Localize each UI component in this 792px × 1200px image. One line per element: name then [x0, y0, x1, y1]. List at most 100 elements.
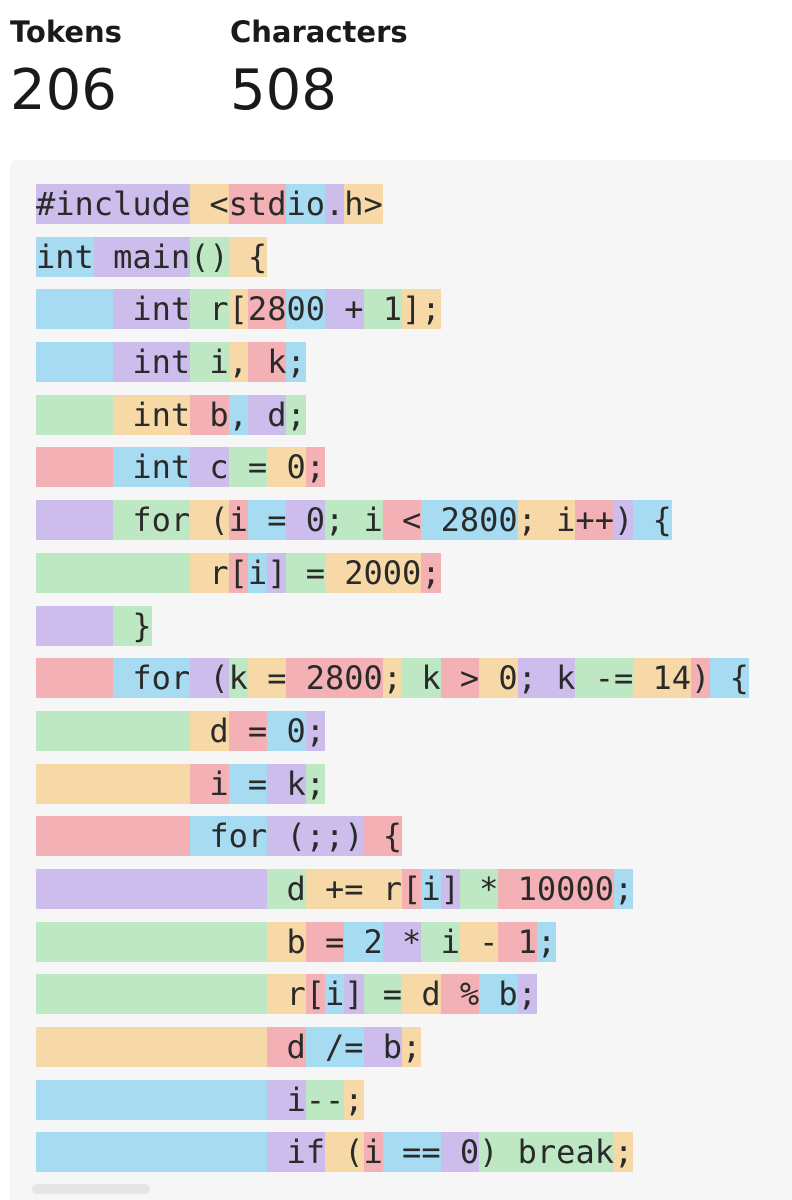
token: io — [286, 184, 325, 224]
token: < — [190, 184, 229, 224]
token: (;;) — [267, 816, 364, 857]
token — [36, 921, 268, 962]
token: 14 — [633, 658, 692, 699]
code-line: int c = 0; — [36, 447, 749, 488]
token — [36, 500, 114, 541]
token: b — [267, 921, 306, 962]
token: < — [382, 500, 422, 541]
token: 2800 — [286, 658, 383, 699]
token: 10000 — [498, 868, 614, 909]
token: for — [113, 658, 191, 699]
token: { — [633, 500, 672, 541]
characters-stat: Characters 508 — [230, 12, 408, 126]
token: () — [190, 236, 229, 277]
token — [36, 1079, 268, 1120]
code-line: b = 2 * i - 1; — [36, 921, 749, 962]
token: ; — [517, 974, 537, 1015]
token — [36, 658, 114, 699]
token: int — [113, 289, 191, 330]
token: ++ — [575, 500, 614, 541]
token: ; — [286, 394, 306, 435]
token: ) — [613, 500, 634, 541]
token: { — [228, 236, 268, 277]
token: } — [113, 605, 152, 646]
token: for — [190, 816, 268, 857]
token: i — [190, 342, 229, 383]
token: k — [228, 658, 248, 699]
token — [36, 868, 268, 909]
token: -- — [305, 1079, 345, 1120]
token: . — [324, 184, 345, 224]
token: i — [421, 868, 441, 909]
token: , — [228, 342, 248, 383]
token: ; — [324, 500, 345, 541]
code-line: for (;;) { — [36, 816, 749, 857]
token: ; — [517, 658, 537, 699]
token: c — [190, 447, 229, 488]
code-line: for (i = 0; i < 2800; i++) { — [36, 500, 749, 541]
token: 0 — [286, 500, 325, 541]
token: ] — [440, 868, 460, 909]
token — [36, 816, 191, 857]
token: 0 — [479, 658, 518, 699]
token: k — [402, 658, 441, 699]
token: 1 — [363, 289, 403, 330]
token: r — [190, 552, 229, 593]
token: = — [247, 658, 287, 699]
code-line: r[i] = d % b; — [36, 974, 749, 1015]
token: i — [247, 552, 268, 593]
token: ] — [344, 974, 364, 1015]
token: int — [113, 447, 191, 488]
code-line: } — [36, 605, 749, 646]
characters-count: 508 — [230, 58, 337, 123]
token: [ — [402, 868, 422, 909]
token: d — [267, 868, 306, 909]
token: d — [267, 1027, 306, 1067]
horizontal-scrollbar[interactable] — [32, 1184, 150, 1194]
token — [36, 289, 114, 330]
token: = — [228, 447, 268, 488]
token — [36, 1027, 268, 1067]
token: [ — [305, 974, 325, 1015]
token: = — [228, 710, 268, 751]
token: ( — [190, 500, 229, 541]
token — [36, 447, 114, 488]
token: std — [228, 184, 287, 224]
token — [36, 1132, 268, 1173]
token: ( — [324, 1132, 364, 1173]
token: ) — [691, 658, 711, 699]
token: h> — [344, 184, 383, 224]
token: b — [363, 1027, 403, 1067]
token: r — [190, 289, 229, 330]
token: 0 — [267, 710, 306, 751]
token: += — [305, 868, 364, 909]
token: d — [402, 974, 441, 1015]
token: k — [267, 763, 306, 804]
token: d — [247, 394, 287, 435]
token: > — [440, 658, 480, 699]
token: i — [421, 921, 460, 962]
token — [36, 605, 114, 646]
token: - — [459, 921, 499, 962]
token: int — [36, 236, 94, 277]
token: = — [363, 974, 403, 1015]
token: ; — [402, 1027, 422, 1067]
token: = — [305, 921, 345, 962]
token: ) — [479, 1132, 499, 1173]
token: 2800 — [421, 500, 518, 541]
token: int — [113, 342, 191, 383]
code-line: if (i == 0) break; — [36, 1132, 749, 1173]
code-line: i = k; — [36, 763, 749, 804]
token: [ — [228, 552, 248, 593]
tokens-label: Tokens — [10, 15, 122, 49]
token: b — [479, 974, 518, 1015]
token: ; — [421, 552, 441, 593]
token: 2000 — [324, 552, 422, 593]
code-line: r[i] = 2000; — [36, 552, 749, 593]
token: ; — [305, 447, 325, 488]
token: i — [363, 1132, 383, 1173]
token: { — [710, 658, 749, 699]
